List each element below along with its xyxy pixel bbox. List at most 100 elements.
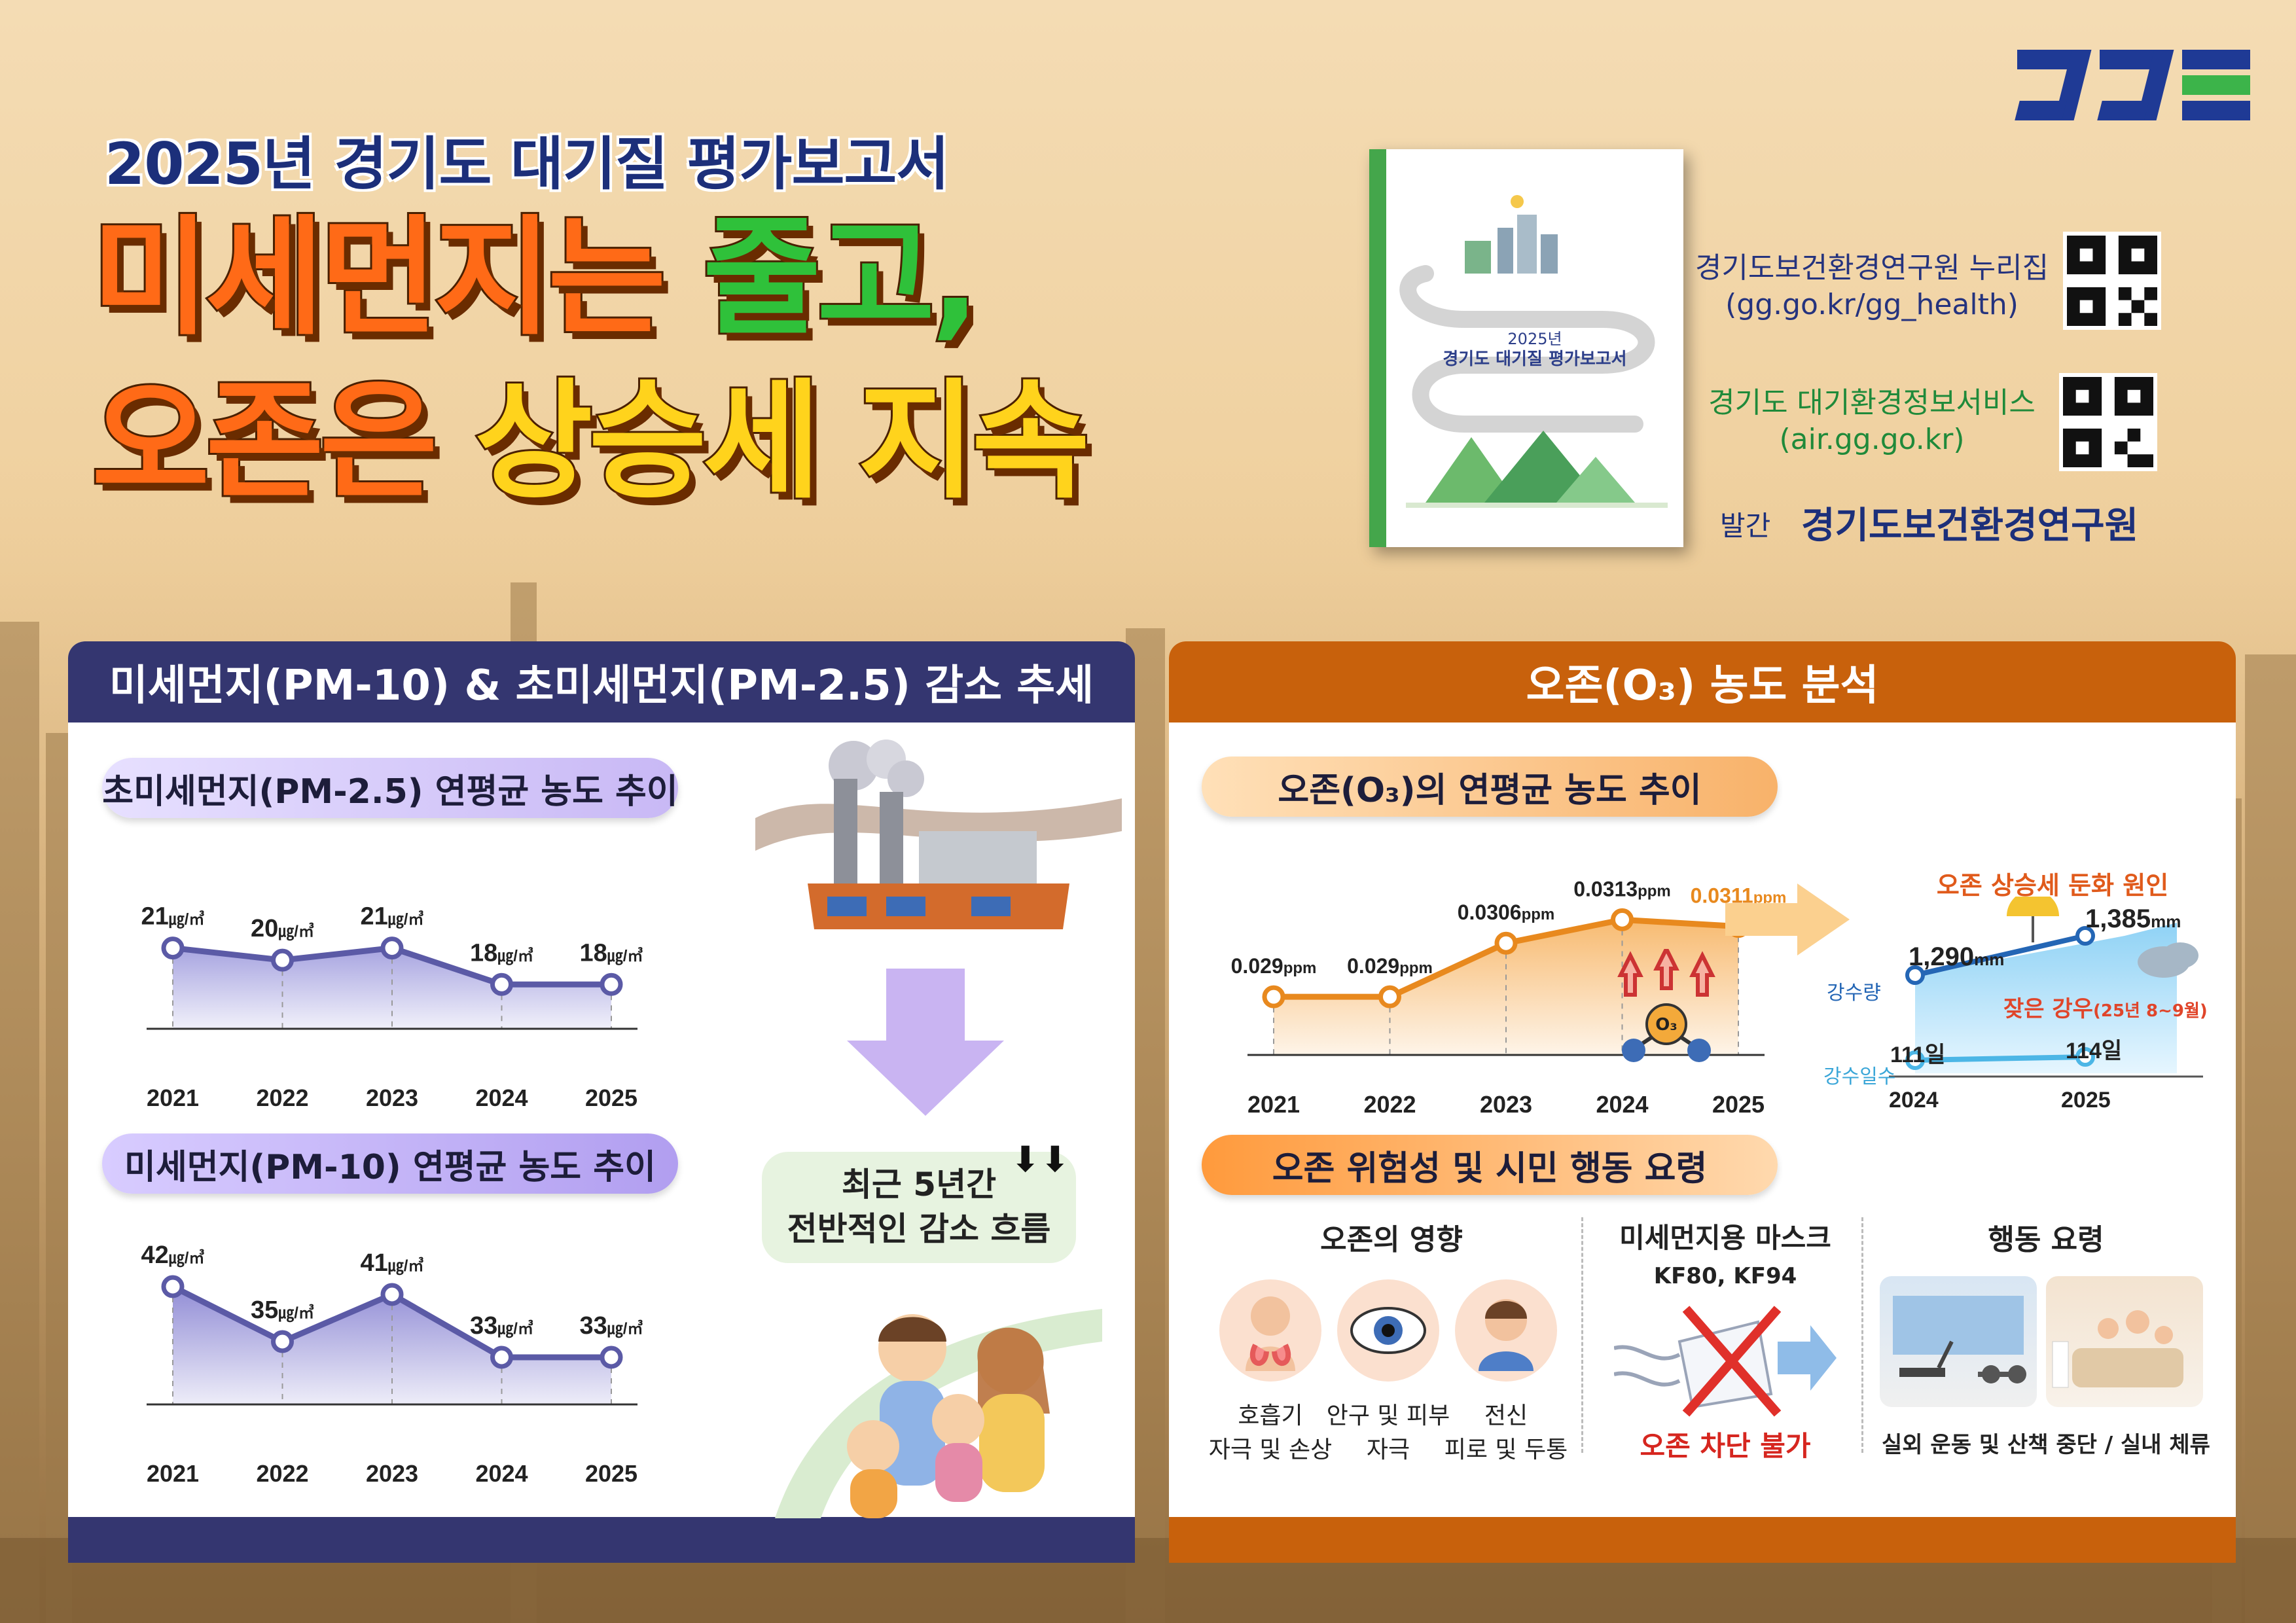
chart-x-tick-label: 2023	[366, 1084, 418, 1111]
gym-icon	[1880, 1276, 2037, 1407]
chart-data-unit: ㎍/㎥	[497, 1319, 533, 1338]
headline-line-1: 미세먼지는 줄고,	[90, 207, 982, 349]
link-nurijip-name: 경기도보건환경연구원 누리집	[1695, 251, 2049, 285]
chart-x-tick-label: 2025	[585, 1460, 637, 1487]
pm-panel-title: 미세먼지(PM-10) & 초미세먼지(PM-2.5) 감소 추세	[68, 641, 1135, 722]
link-nurijip-url: (gg.go.kr/gg_health)	[1725, 288, 2018, 321]
raindays-2024-value: 111일	[1890, 1043, 1946, 1067]
trend-line-1: 최근 5년간	[841, 1166, 997, 1204]
rain-year-2024: 2024	[1889, 1088, 1939, 1113]
chart-data-label: 21㎍/㎥	[361, 903, 424, 931]
frequent-rain-label: 잦은 강우(25년 8~9월)	[2003, 996, 2208, 1022]
pm-panel: 미세먼지(PM-10) & 초미세먼지(PM-2.5) 감소 추세 초미세먼지(…	[68, 641, 1135, 1563]
headline-line-2: 오존은 상승세 지속	[90, 371, 1092, 512]
indoor-family-icon	[2046, 1276, 2203, 1407]
ozone-panel: 오존(O₃) 농도 분석 오존(O₃)의 연평균 농도 추이 0.029ppm 0…	[1169, 641, 2236, 1563]
chart-data-label: 0.0306ppm	[1458, 901, 1555, 924]
action-text: 실외 운동 및 산책 중단 / 실내 체류	[1882, 1432, 2210, 1458]
chart-data-label: 0.0313ppm	[1573, 877, 1671, 901]
respiratory-icon	[1219, 1279, 1321, 1382]
chart-data-unit: ㎍/㎥	[278, 1304, 314, 1323]
chart-point	[490, 1346, 513, 1369]
chart-point	[161, 1275, 185, 1298]
chart-point	[271, 948, 294, 972]
chart-x-tick-label: 2023	[1480, 1091, 1532, 1118]
chart-data-unit: ㎍/㎥	[497, 946, 533, 965]
chart-data-label: 0.029ppm	[1347, 954, 1433, 978]
trend-callout	[762, 1152, 1076, 1263]
chart-data-unit: ㎍/㎥	[607, 1319, 643, 1338]
headline-decrease-part: 줄고,	[701, 204, 982, 353]
chart-x-tick-label: 2022	[256, 1084, 308, 1111]
rain-2025-value: 1,385mm	[2085, 904, 2181, 933]
chart-x-tick-label: 2023	[366, 1460, 418, 1487]
chart-point	[380, 1283, 404, 1306]
svg-text:O₃: O₃	[1655, 1015, 1677, 1035]
chart-data-label: 35㎍/㎥	[251, 1296, 314, 1324]
chart-data-unit: ㎍/㎥	[388, 1257, 424, 1275]
eye-irritation-icon	[1337, 1279, 1439, 1382]
headline-ozone-part: 오존은	[90, 367, 475, 516]
ozone-panel-title: 오존(O₃) 농도 분석	[1169, 641, 2236, 722]
report-subtitle: 2025년 경기도 대기질 평가보고서	[105, 130, 949, 198]
chart-data-label: 33㎍/㎥	[580, 1312, 643, 1340]
rain-2024-value: 1,290mm	[1909, 942, 2005, 971]
book-title: 경기도 대기질 평가보고서	[1443, 349, 1627, 369]
mask-blocked-icon	[1614, 1306, 1837, 1417]
chart-data-unit: ppm	[1283, 959, 1317, 977]
headline-pm-part: 미세먼지는	[90, 204, 703, 353]
rain-chart	[1889, 897, 2203, 1078]
chart-data-label: 21㎍/㎥	[141, 903, 205, 931]
chart-data-unit: ㎍/㎥	[169, 910, 205, 929]
pm25-pill: 초미세먼지(PM-2.5) 연평균 농도 추이	[102, 758, 678, 818]
headline-rising-part: 상승세 지속	[473, 367, 1092, 516]
chart-point	[600, 1346, 623, 1369]
chart-data-label: 42㎍/㎥	[141, 1241, 205, 1269]
factory-icon	[755, 740, 1122, 929]
chart-point	[1494, 931, 1518, 955]
chart-data-label: 18㎍/㎥	[470, 939, 533, 967]
chart-point	[1611, 908, 1634, 931]
chart-x-tick-label: 2021	[147, 1460, 199, 1487]
right-arrow-icon	[1725, 883, 1850, 955]
pm-panel-footer	[68, 1517, 1135, 1563]
cause-title: 오존 상승세 둔화 원인	[1936, 871, 2169, 900]
chart-x-tick-label: 2022	[256, 1460, 308, 1487]
link-nurijip[interactable]: 경기도보건환경연구원 누리집 (gg.go.kr/gg_health)	[1689, 250, 2055, 323]
chart-data-unit: ㎍/㎥	[278, 922, 314, 941]
chart-point	[161, 936, 185, 960]
chart-data-label: 41㎍/㎥	[361, 1249, 424, 1277]
chart-point	[1262, 985, 1285, 1008]
mask-title: 미세먼지용 마스크	[1619, 1222, 1831, 1254]
ozone-pill: 오존(O₃)의 연평균 농도 추이	[1202, 757, 1778, 817]
chart-data-unit: ㎍/㎥	[169, 1249, 205, 1268]
rain-year-2025: 2025	[2061, 1088, 2111, 1113]
decrease-arrow-icon	[847, 969, 1004, 1116]
gyeonggi-logo-icon	[2015, 50, 2250, 120]
risk-pill: 오존 위험성 및 시민 행동 요령	[1202, 1135, 1778, 1195]
rain-label: 강수량	[1827, 982, 1881, 1005]
qr-code-nurijip[interactable]	[2063, 232, 2161, 330]
chart-data-label: 18㎍/㎥	[580, 939, 643, 967]
report-book-cover: 2025년 경기도 대기질 평가보고서	[1369, 149, 1683, 547]
ozone-molecule-icon: O₃	[1617, 949, 1715, 1062]
raindays-label: 강수일수	[1823, 1065, 1896, 1088]
qr-code-air[interactable]	[2059, 373, 2157, 471]
chart-point	[490, 972, 513, 996]
chart-x-tick-label: 2021	[147, 1084, 199, 1111]
chart-data-label: 20㎍/㎥	[251, 915, 314, 942]
trend-line-2: 전반적인 감소 흐름	[787, 1210, 1051, 1248]
double-down-arrow-icon: ⬇⬇	[1011, 1139, 1070, 1180]
chart-point	[271, 1330, 294, 1353]
family-icon	[775, 1309, 1102, 1518]
chart-data-label: 0.029ppm	[1231, 954, 1317, 978]
link-air-service[interactable]: 경기도 대기환경정보서비스 (air.gg.go.kr)	[1689, 385, 2055, 458]
headache-icon	[1455, 1279, 1557, 1382]
publisher-label: 발간	[1720, 510, 1771, 542]
